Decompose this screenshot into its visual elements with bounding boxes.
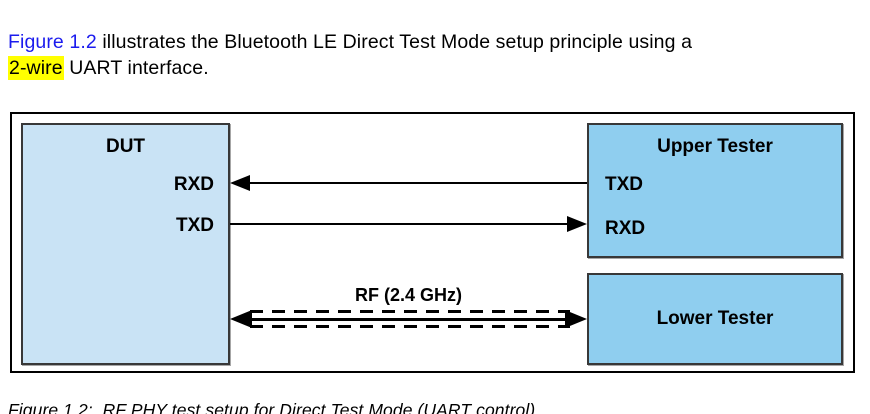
- intro-paragraph: Figure 1.2 illustrates the Bluetooth LE …: [8, 29, 864, 82]
- figure-caption: Figure 1.2: RF PHY test setup for Direct…: [8, 399, 536, 414]
- arrowhead-right-icon: [567, 216, 587, 232]
- rf-arrowhead-left-icon: [230, 310, 252, 328]
- upper-tester-rxd-port-label: RXD: [605, 218, 646, 239]
- intro-line2-text: UART interface.: [63, 57, 209, 79]
- rf-arrowhead-right-icon: [565, 310, 587, 328]
- dut-rxd-port-label: RXD: [173, 174, 214, 195]
- rf-frequency-label: RF (2.4 GHz): [354, 285, 462, 305]
- intro-line1-text: illustrates the Bluetooth LE Direct Test…: [96, 30, 693, 53]
- rf-dashed-line-bottom: [250, 325, 570, 328]
- upper-tester-txd-port-label: TXD: [605, 174, 643, 195]
- arrowhead-left-icon: [230, 175, 250, 191]
- highlighted-term-2-wire: 2-wire: [8, 56, 64, 80]
- upper-tester-title: Upper Tester: [657, 136, 773, 157]
- dut-txd-port-label: TXD: [176, 215, 214, 236]
- figure-1-2-link[interactable]: Figure 1.2: [8, 30, 97, 53]
- dut-box: DUT RXD TXD: [21, 123, 230, 365]
- rf-dashed-line-top: [250, 310, 570, 313]
- figure-canvas: DUT RXD TXD Upper Tester TXD RXD Lower T…: [12, 114, 853, 371]
- lower-tester-box: Lower Tester: [587, 273, 843, 365]
- figure-frame: DUT RXD TXD Upper Tester TXD RXD Lower T…: [10, 112, 855, 373]
- rf-solid-line: [250, 318, 567, 321]
- uart-arrow-txd-to-rxd-line: [248, 182, 587, 184]
- lower-tester-title: Lower Tester: [656, 308, 774, 329]
- dut-title: DUT: [105, 136, 146, 157]
- uart-arrow-dut-txd-to-rxd-line: [230, 223, 567, 225]
- upper-tester-box: Upper Tester TXD RXD: [587, 123, 843, 258]
